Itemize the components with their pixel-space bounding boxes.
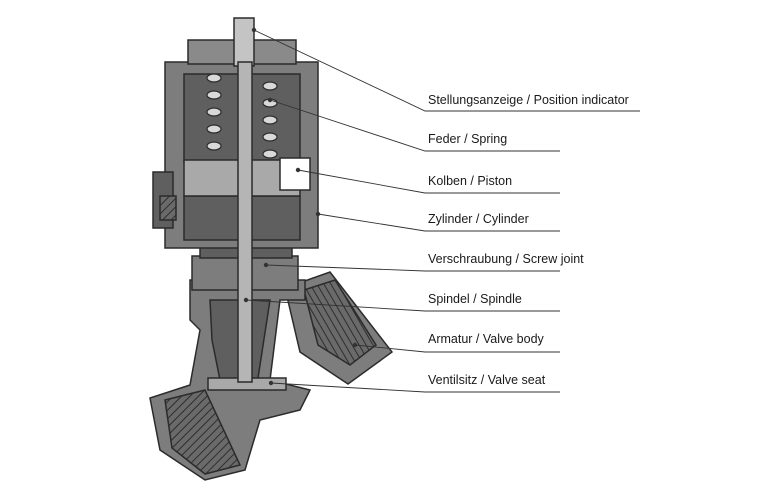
label-valve-body: Armatur / Valve body	[428, 332, 545, 346]
label-spindle: Spindel / Spindle	[428, 292, 522, 306]
label-valve-seat: Ventilsitz / Valve seat	[428, 373, 546, 387]
leader-dots	[243, 27, 358, 386]
label-piston: Kolben / Piston	[428, 174, 512, 188]
label-position-indicator: Stellungsanzeige / Position indicator	[428, 93, 629, 107]
cylinder-shape	[152, 39, 319, 249]
label-spring: Feder / Spring	[428, 132, 507, 146]
spindle-shape	[233, 17, 255, 383]
label-screw-joint: Verschraubung / Screw joint	[428, 252, 584, 266]
label-cylinder: Zylinder / Cylinder	[428, 212, 529, 226]
spring-shape	[206, 73, 278, 159]
leader-lines	[245, 29, 640, 393]
valve-body-shape	[149, 271, 394, 481]
